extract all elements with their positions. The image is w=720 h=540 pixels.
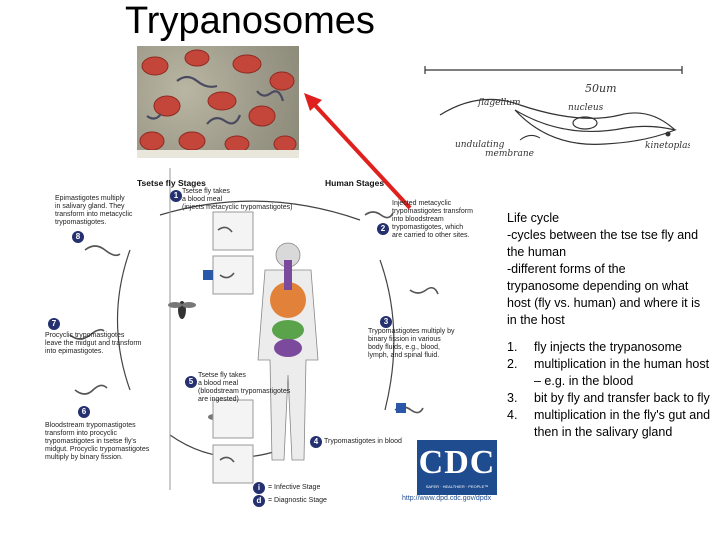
stage-1-line: Tsetse fly takes xyxy=(182,188,230,195)
list-item: 4. multiplication in the fly's gut and th… xyxy=(507,407,712,441)
stage-1-line: a blood meal xyxy=(182,196,223,203)
stage-2-line: Injected metacyclic xyxy=(392,200,452,207)
stage-1-badge: 1 xyxy=(170,190,182,202)
stage-5-line: are ingested) xyxy=(198,396,239,403)
stage-8-badge: 8 xyxy=(72,231,84,243)
stage-7-badge: 7 xyxy=(48,318,60,330)
sketch-membrane-label: membrane xyxy=(485,149,534,159)
notes-heading: Life cycle -cycles between the tse tse f… xyxy=(507,210,712,329)
stage-2-text: Injected metacyclic trypomastigotes tran… xyxy=(392,200,512,240)
stage-6-line: multiply by binary fission. xyxy=(45,454,123,461)
step-number: 4. xyxy=(507,408,518,422)
notes-heading-line: in the host xyxy=(507,313,565,327)
human-stages-header: Human Stages xyxy=(325,178,385,188)
stage-1-text: Tsetse fly takes a blood meal (injects m… xyxy=(182,188,302,212)
stage-3-line: Trypomastigotes multiply by xyxy=(368,328,455,335)
stage-3-line: binary fission in various xyxy=(368,336,441,343)
trypanosome-sketch: 50um flagellum nucleus undulating membra… xyxy=(420,60,696,170)
step-number: 1. xyxy=(507,340,518,354)
sketch-kinetoplast-label: kinetoplast xyxy=(645,141,690,151)
notes-heading-line: -cycles between the tse tse fly and xyxy=(507,228,699,242)
stage-2-line: are carried to other sites. xyxy=(392,232,470,239)
human-figure xyxy=(257,242,319,461)
stage-4-badge: 4 xyxy=(310,436,322,448)
life-cycle-drawing xyxy=(69,168,439,490)
tsetse-stages-header: Tsetse fly Stages xyxy=(137,178,206,188)
legend-infective-label: = Infective Stage xyxy=(268,484,321,491)
stage-6-line: trypomastigotes in tsetse fly's xyxy=(45,438,137,445)
stage-2-badge: 2 xyxy=(377,223,389,235)
step-text: multiplication in the fly's gut and then… xyxy=(534,408,711,439)
list-item: 1. fly injects the trypanosome xyxy=(507,339,712,356)
stage-2-line: into bloodstream xyxy=(392,216,444,223)
stage-3-text: Trypomastigotes multiply by binary fissi… xyxy=(368,328,493,360)
step-text: fly injects the trypanosome xyxy=(534,340,682,354)
sketch-drawing: 50um flagellum nucleus undulating membra… xyxy=(424,66,696,159)
notes-heading-line: the human xyxy=(507,245,567,259)
sketch-scale-label: 50um xyxy=(585,82,617,95)
list-item: 3. bit by fly and transfer back to fly xyxy=(507,390,712,407)
stage-6-text: Bloodstream trypomastigotes transform in… xyxy=(45,422,175,462)
slide-title: Trypanosomes xyxy=(125,0,375,42)
stage-5-badge: 5 xyxy=(185,376,197,388)
stage-6-line: midgut. Procyclic trypomastigotes xyxy=(45,446,150,453)
stage-7-line: leave the midgut and transform xyxy=(45,340,142,347)
stage-2-line: trypomastigotes, which xyxy=(392,224,464,231)
cdc-logo-text: CDC xyxy=(418,444,496,481)
stage-3-badge: 3 xyxy=(380,316,392,328)
sketch-flagellum-label: flagellum xyxy=(477,98,521,108)
stage-8-text: Epimastigotes multiply in salivary gland… xyxy=(55,195,155,227)
stage-1-line: (injects metacyclic trypomastigotes) xyxy=(182,204,293,211)
stage-7-line: Procyclic trypomastigotes xyxy=(45,332,125,339)
sketch-nucleus-label: nucleus xyxy=(568,103,604,113)
sketch-undulating-label: undulating xyxy=(455,140,505,150)
stage-7-line: into epimastigotes. xyxy=(45,348,104,355)
legend-diagnostic-marker: d xyxy=(253,495,265,507)
cdc-logo: CDC SAFER · HEALTHIER · PEOPLE™ xyxy=(417,440,497,495)
trypanosome-micrograph xyxy=(137,46,299,158)
stage-5-line: (bloodstream trypomastigotes xyxy=(198,388,291,395)
parasite-shapes xyxy=(69,211,439,463)
notes-steps-list: 1. fly injects the trypanosome 2. multipli… xyxy=(507,339,712,441)
step-text: multiplication in the human host – e.g. … xyxy=(534,357,710,388)
stage-4-text: Trypomastigotes in blood xyxy=(324,438,414,446)
life-cycle-notes: Life cycle -cycles between the tse tse f… xyxy=(507,210,712,441)
notes-heading-line: -different forms of the xyxy=(507,262,626,276)
stage-2-line: trypomastigotes transform xyxy=(392,208,473,215)
stage-4-line: Trypomastigotes in blood xyxy=(324,438,402,445)
stage-5-line: a blood meal xyxy=(198,380,239,387)
step-number: 3. xyxy=(507,391,518,405)
notes-heading-line: trypanosome depending on what xyxy=(507,279,689,293)
stage-6-line: Bloodstream trypomastigotes xyxy=(45,422,136,429)
stage-8-line: in salivary gland. They xyxy=(55,203,125,210)
list-item: 2. multiplication in the human host – e.g… xyxy=(507,356,712,390)
notes-heading-line: host (fly vs. human) and where it is xyxy=(507,296,701,310)
legend-diagnostic-label: = Diagnostic Stage xyxy=(268,497,327,504)
micrograph-drawing xyxy=(137,49,299,158)
stage-6-line: transform into procyclic xyxy=(45,430,117,437)
source-url: http://www.dpd.cdc.gov/dpdx xyxy=(402,495,492,502)
stage-5-text: Tsetse fly takes a blood meal (bloodstre… xyxy=(198,372,318,404)
stage-7-text: Procyclic trypomastigotes leave the midg… xyxy=(45,332,170,356)
stage-8-line: trypomastigotes. xyxy=(55,219,107,226)
stage-5-line: Tsetse fly takes xyxy=(198,372,246,379)
stage-3-line: lymph, and spinal fluid. xyxy=(368,352,440,359)
notes-heading-line: Life cycle xyxy=(507,211,560,225)
legend-infective-marker: i xyxy=(253,482,265,494)
life-cycle-diagram: Tsetse fly Stages Human Stages 1 Tsetse … xyxy=(20,160,505,510)
stage-3-line: body fluids, e.g., blood, xyxy=(368,344,440,351)
stage-8-line: transform into metacyclic xyxy=(55,211,133,218)
step-number: 2. xyxy=(507,357,518,371)
cdc-logo-tagline: SAFER · HEALTHIER · PEOPLE™ xyxy=(425,484,489,489)
stage-6-badge: 6 xyxy=(78,406,90,418)
stage-8-line: Epimastigotes multiply xyxy=(55,195,125,202)
step-text: bit by fly and transfer back to fly xyxy=(534,391,710,405)
